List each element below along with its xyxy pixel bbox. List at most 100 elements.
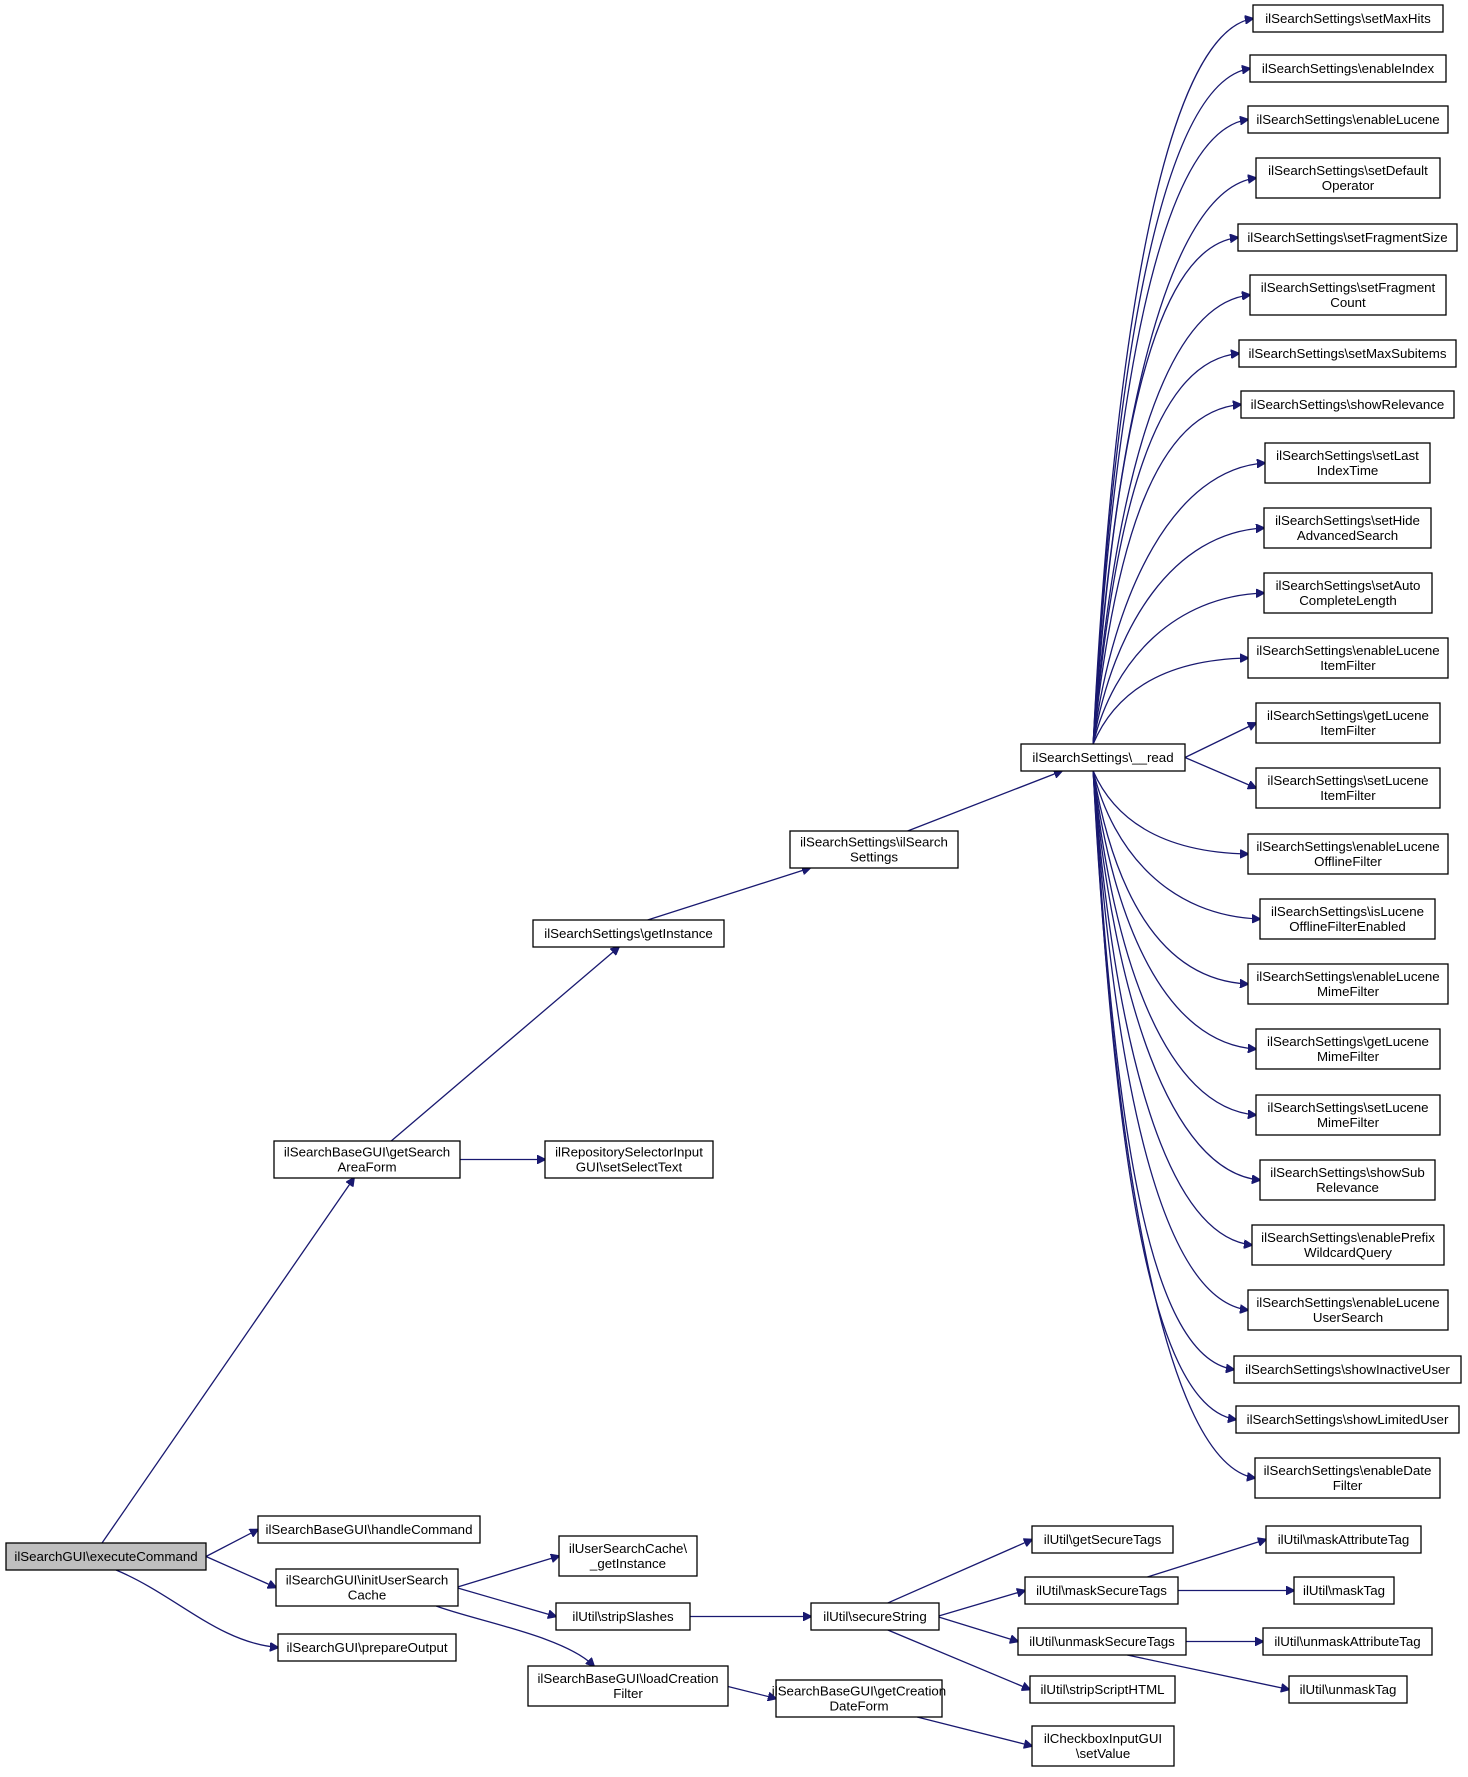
graph-node-n14[interactable]: ilUtil\getSecureTags [1031, 1525, 1174, 1554]
graph-node-n21[interactable]: ilSearchSettings\enableLucene [1247, 105, 1449, 134]
graph-node-n19[interactable]: ilSearchSettings\setMaxHits [1252, 4, 1444, 33]
call-edge-n13-n37 [1092, 770, 1256, 1115]
graph-node-n11[interactable]: ilUtil\secureString [810, 1602, 940, 1631]
call-edge-n13-n20 [1092, 69, 1250, 745]
call-edge-n13-n33 [1092, 770, 1248, 854]
node-label-line: MimeFilter [1317, 1115, 1380, 1130]
graph-node-n0[interactable]: ilSearchGUI\executeCommand [5, 1542, 207, 1571]
graph-node-n39[interactable]: ilSearchSettings\enablePrefixWildcardQue… [1251, 1224, 1445, 1266]
call-edge-n13-n31 [1184, 723, 1256, 759]
node-box [527, 1665, 729, 1707]
node-label-line: ilUtil\unmaskAttributeTag [1274, 1634, 1420, 1649]
graph-node-n34[interactable]: ilSearchSettings\isLuceneOfflineFilterEn… [1259, 898, 1436, 940]
node-label-line: Operator [1322, 178, 1375, 193]
graph-node-n2[interactable]: ilSearchBaseGUI\handleCommand [257, 1515, 481, 1544]
call-edge-n0-n1 [101, 1178, 354, 1544]
node-box [1233, 1355, 1462, 1384]
node-label-line: ilSearchSettings\ilSearch [800, 835, 948, 850]
graph-node-n4[interactable]: ilSearchGUI\prepareOutput [277, 1633, 457, 1662]
node-label-line: ilRepositorySelectorInput [555, 1145, 703, 1160]
call-edge-n11-n17 [887, 1629, 1030, 1690]
graph-node-n26[interactable]: ilSearchSettings\showRelevance [1240, 390, 1455, 419]
node-label-line: ItemFilter [1320, 723, 1376, 738]
graph-node-n47[interactable]: ilUtil\unmaskTag [1288, 1675, 1408, 1704]
call-edge-n13-n29 [1092, 593, 1264, 745]
node-label-line: CompleteLength [1299, 593, 1397, 608]
node-box [532, 919, 725, 948]
graph-node-n13[interactable]: ilSearchSettings\__read [1020, 743, 1186, 772]
node-box [1265, 1525, 1422, 1554]
graph-node-n20[interactable]: ilSearchSettings\enableIndex [1249, 54, 1447, 83]
graph-node-n23[interactable]: ilSearchSettings\setFragmentSize [1237, 223, 1458, 252]
node-label-line: ilSearchSettings\enablePrefix [1261, 1230, 1435, 1245]
node-label-line: ilSearchSettings\setFragment [1261, 280, 1436, 295]
graph-node-n45[interactable]: ilUtil\maskTag [1293, 1576, 1395, 1605]
node-box [1254, 1457, 1441, 1499]
node-label-line: ilSearchSettings\showInactiveUser [1245, 1362, 1450, 1377]
node-box [558, 1535, 698, 1577]
node-box [1238, 339, 1457, 368]
node-label-line: ilSearchSettings\isLucene [1271, 904, 1424, 919]
node-label-line: ilSearchSettings\__read [1032, 750, 1173, 765]
node-label-line: Settings [850, 850, 898, 865]
node-box [1255, 1028, 1441, 1070]
graph-node-n8[interactable]: ilUtil\stripSlashes [555, 1602, 691, 1631]
node-label-line: ilSearchSettings\enableLucene [1256, 839, 1439, 854]
call-edge-n13-n43 [1092, 770, 1255, 1478]
node-label-line: ilSearchSettings\getInstance [544, 926, 713, 941]
call-edge-n13-n23 [1092, 238, 1238, 745]
node-box [1247, 963, 1449, 1005]
graph-node-n25[interactable]: ilSearchSettings\setMaxSubitems [1238, 339, 1457, 368]
graph-node-n41[interactable]: ilSearchSettings\showInactiveUser [1233, 1355, 1462, 1384]
call-edge-n13-n36 [1092, 770, 1256, 1049]
node-box [1031, 1525, 1174, 1554]
node-label-line: ilSearchSettings\setLucene [1267, 1100, 1428, 1115]
graph-node-n33[interactable]: ilSearchSettings\enableLuceneOfflineFilt… [1247, 833, 1449, 875]
graph-node-n7[interactable]: ilUserSearchCache\_getInstance [558, 1535, 698, 1577]
node-label-line: ilSearchBaseGUI\getSearch [284, 1145, 450, 1160]
node-box [1247, 1289, 1449, 1331]
call-edge-n3-n9 [435, 1605, 594, 1666]
call-edge-n12-n18 [916, 1716, 1032, 1746]
graph-node-n44[interactable]: ilUtil\maskAttributeTag [1265, 1525, 1422, 1554]
graph-node-n5[interactable]: ilSearchSettings\getInstance [532, 919, 725, 948]
node-box [775, 1679, 943, 1718]
node-label-line: Filter [613, 1686, 643, 1701]
graph-node-n42[interactable]: ilSearchSettings\showLimitedUser [1235, 1405, 1460, 1434]
graph-node-n10[interactable]: ilSearchSettings\ilSearchSettings [789, 830, 959, 869]
call-edge-n1-n5 [390, 947, 619, 1142]
call-edge-n13-n21 [1092, 120, 1248, 745]
node-label-line: ilSearchSettings\enableDate [1264, 1463, 1432, 1478]
graph-node-n15[interactable]: ilUtil\maskSecureTags [1024, 1576, 1179, 1605]
node-label-line: ilUtil\stripSlashes [572, 1609, 674, 1624]
node-box [1237, 223, 1458, 252]
graph-node-n18[interactable]: ilCheckboxInputGUI\setValue [1031, 1725, 1175, 1767]
node-box [1255, 157, 1441, 199]
node-box [1247, 833, 1449, 875]
node-label-line: ilSearchSettings\setFragmentSize [1247, 230, 1447, 245]
call-edge-n13-n38 [1092, 770, 1260, 1180]
graph-node-n17[interactable]: ilUtil\stripScriptHTML [1029, 1675, 1176, 1704]
node-box [277, 1633, 457, 1662]
graph-node-n16[interactable]: ilUtil\unmaskSecureTags [1017, 1627, 1187, 1656]
graph-node-n6[interactable]: ilRepositorySelectorInputGUI\setSelectTe… [544, 1140, 714, 1179]
graph-node-n46[interactable]: ilUtil\unmaskAttributeTag [1262, 1627, 1433, 1656]
